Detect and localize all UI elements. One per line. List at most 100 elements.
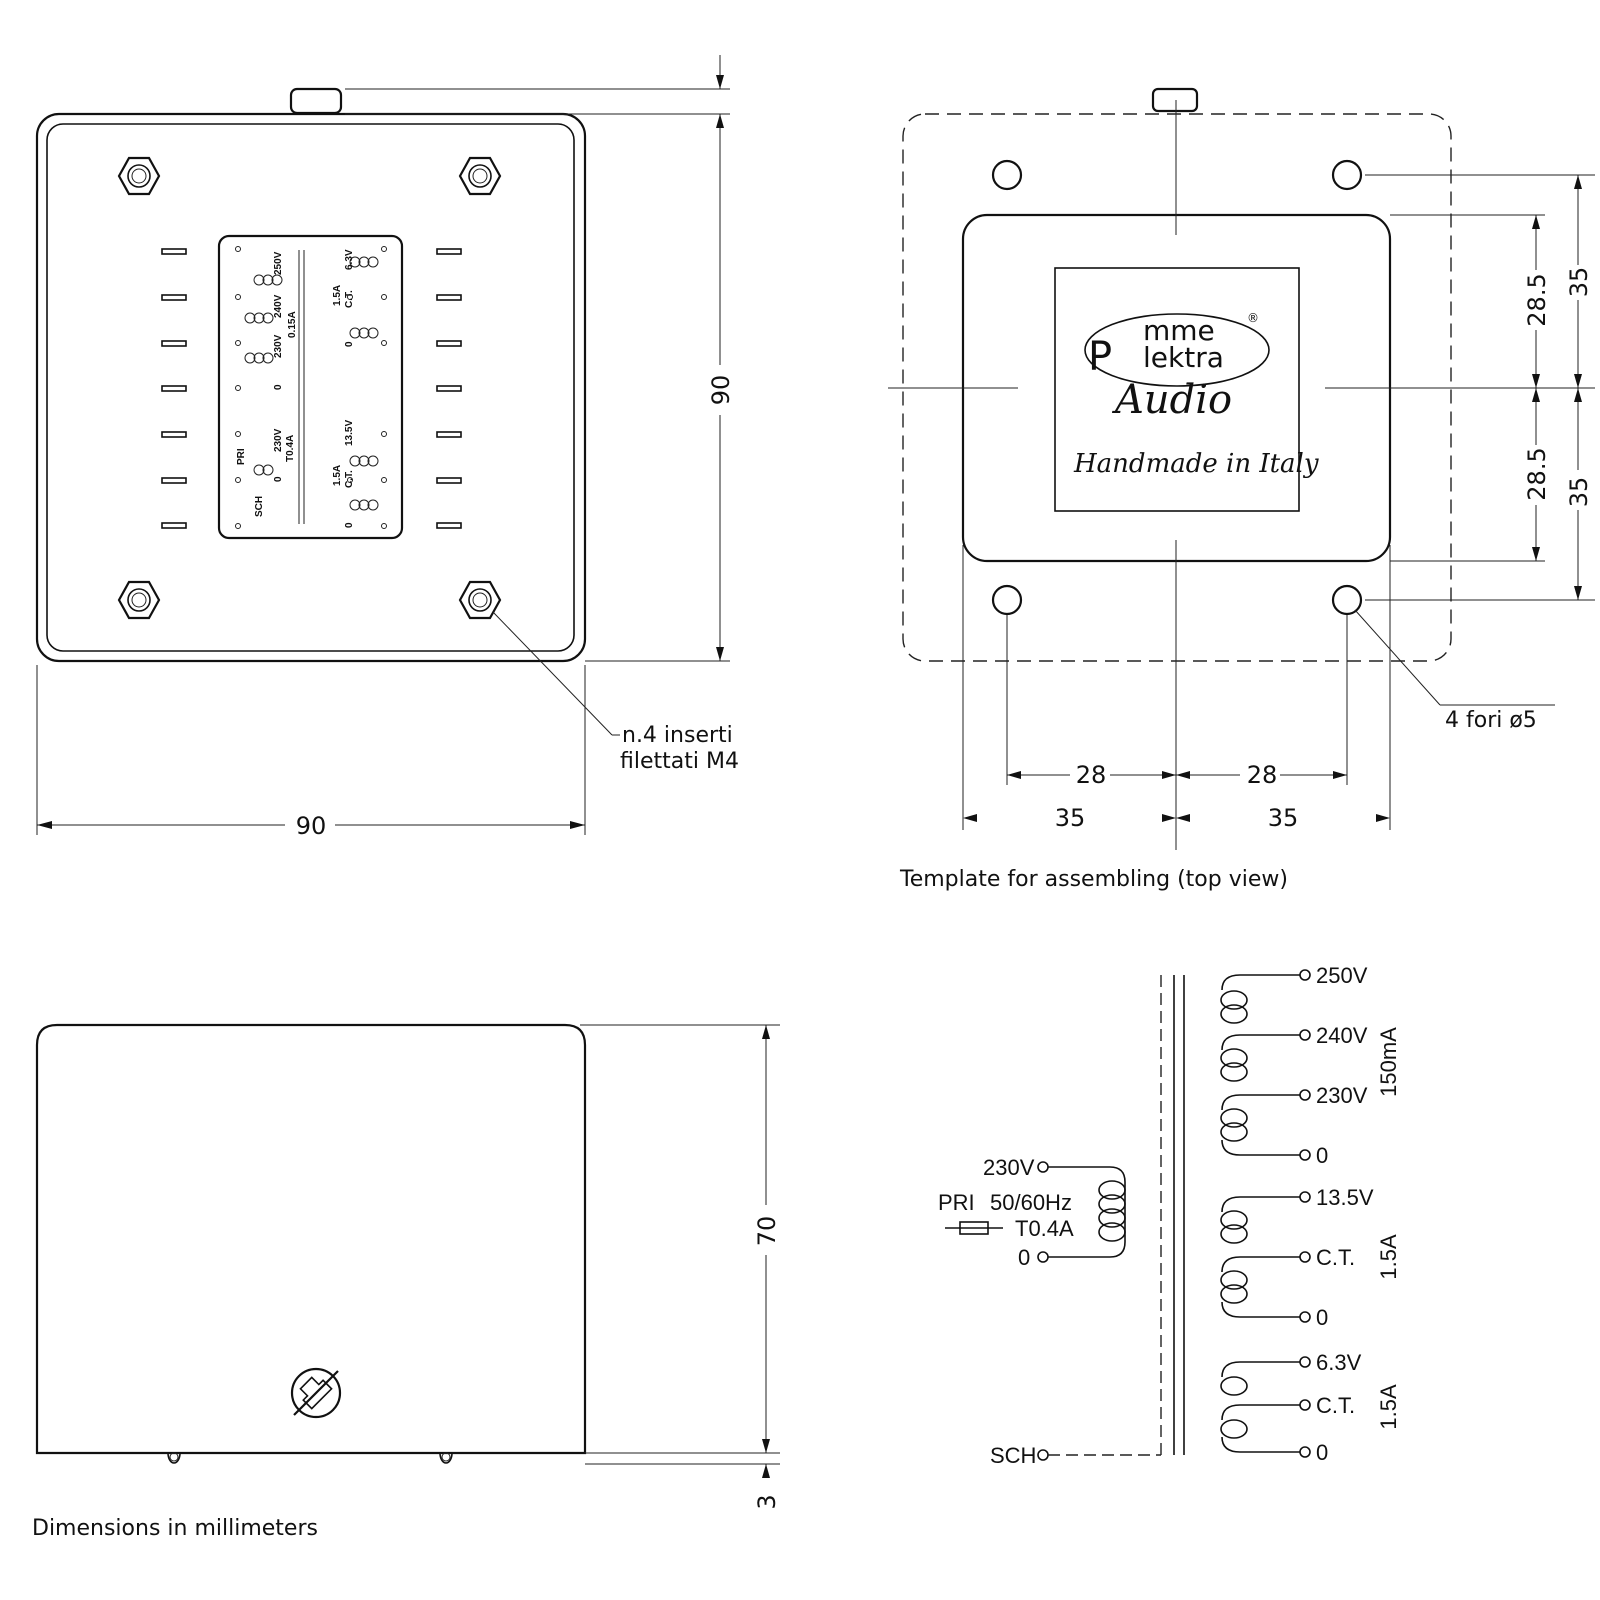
plate-lv2-v: 13.5V	[344, 420, 355, 446]
plate-lv1-a: 1.5A	[332, 285, 343, 306]
pri-zero-label: 0	[1018, 1245, 1030, 1270]
hv-zero-label: 0	[1316, 1143, 1328, 1168]
pri-230v-label: 230V	[983, 1155, 1035, 1180]
logo-mme: mme	[1143, 314, 1215, 347]
dimension-holes-horizontal: 28 28	[1007, 761, 1347, 789]
logo-audio: Audio	[1111, 377, 1232, 423]
dimension-holes-vertical: 35 35	[1565, 175, 1593, 600]
plate-hv-230: 230V	[273, 334, 284, 358]
mount-hole-icon	[1331, 159, 1363, 191]
insert-note: n.4 inserti filettati M4	[492, 611, 739, 774]
insert-note-line2: filettati M4	[620, 749, 739, 774]
plate-hv-0: 0	[273, 384, 284, 390]
plate-hv-250: 250V	[273, 251, 284, 275]
logo-tagline: Handmade in Italy	[1073, 449, 1319, 479]
plate-lv2-ct: C.T.	[344, 470, 355, 488]
logo-pie-mark: P	[1088, 334, 1112, 380]
side-body	[35, 1023, 587, 1455]
fuse-icon	[945, 1221, 1003, 1235]
plate-sch: SCH	[254, 496, 265, 517]
lv2-ct-label: C.T.	[1316, 1393, 1355, 1418]
lv1-voltage-label: 13.5V	[1316, 1185, 1374, 1210]
dimension-window-horizontal: 35 35	[963, 804, 1390, 832]
plate-fuse: T0.4A	[285, 435, 296, 462]
hv-winding: 250V 240V 230V 0 150mA	[1220, 963, 1401, 1168]
plate-hv-current: 0.15A	[287, 311, 298, 338]
dim-28-right: 28	[1247, 761, 1278, 789]
plate-pri: PRI	[236, 448, 247, 465]
lv1-zero-label: 0	[1316, 1305, 1328, 1330]
logo-registered: ®	[1247, 311, 1259, 325]
hv-current-label: 150mA	[1376, 1027, 1401, 1097]
screw-icon	[290, 1367, 342, 1419]
dim-28-5-top: 28.5	[1523, 273, 1551, 326]
template-caption: Template for assembling (top view)	[899, 867, 1288, 892]
insert-note-line1: n.4 inserti	[622, 723, 733, 748]
lv1-winding: 13.5V C.T. 0 1.5A	[1220, 1185, 1401, 1330]
connector-nub	[289, 87, 343, 115]
front-body-inner	[46, 123, 575, 652]
lv2-current-label: 1.5A	[1376, 1384, 1401, 1430]
dimension-width: 90	[36, 665, 586, 840]
mount-hole-icon	[991, 159, 1023, 191]
dim-28-5-bottom: 28.5	[1523, 447, 1551, 500]
pri-label: PRI	[938, 1190, 975, 1215]
logo-lektra: lektra	[1143, 341, 1224, 374]
template-view: P mme lektra ® Audio Handmade in Italy 2…	[888, 87, 1595, 892]
lv1-ct-label: C.T.	[1316, 1245, 1355, 1270]
lv1-current-label: 1.5A	[1376, 1234, 1401, 1280]
plate-pri-zero: 0	[273, 476, 284, 482]
pri-freq-label: 50/60Hz	[990, 1190, 1072, 1215]
schematic: SCH 230V PRI 50/60Hz T0.4A 0	[938, 963, 1401, 1468]
hv-230v-label: 230V	[1316, 1083, 1368, 1108]
front-view: 250V 240V 0.15A 230V 0 230V T0.4A PRI 0 …	[35, 55, 739, 840]
template-nub	[1151, 87, 1199, 113]
hv-250v-label: 250V	[1316, 963, 1368, 988]
plate-hv-240: 240V	[273, 294, 284, 318]
hv-240v-label: 240V	[1316, 1023, 1368, 1048]
mount-hole-icon	[1331, 584, 1363, 616]
plate-pri-230: 230V	[273, 428, 284, 452]
plate-lv1-0: 0	[344, 341, 355, 347]
lv2-winding: 6.3V C.T. 0 1.5A	[1220, 1350, 1401, 1465]
dim-28-left: 28	[1076, 761, 1107, 789]
dim-width-label: 90	[296, 812, 327, 840]
mount-hole-icon	[991, 584, 1023, 616]
hex-nut-icon	[458, 580, 502, 620]
label-plate: 250V 240V 0.15A 230V 0 230V T0.4A PRI 0 …	[217, 234, 404, 540]
lv2-zero-label: 0	[1316, 1440, 1328, 1465]
dim-side-height-label: 70	[753, 1216, 781, 1247]
sch-label: SCH	[990, 1443, 1036, 1468]
plate-lv1-ct: C.T.	[344, 290, 355, 308]
hex-nut-icon	[458, 156, 502, 196]
brand-logo: P mme lektra ® Audio Handmade in Italy	[1054, 267, 1319, 512]
primary-winding: 230V PRI 50/60Hz T0.4A 0	[938, 1155, 1126, 1270]
holes-note: 4 fori ø5	[1354, 609, 1555, 733]
side-view: 70 3 Dimensions in millimeters	[32, 1023, 781, 1541]
plate-lv2-a: 1.5A	[332, 465, 343, 486]
lv2-voltage-label: 6.3V	[1316, 1350, 1362, 1375]
dimension-window-vertical: 28.5 28.5	[1523, 215, 1551, 561]
hex-nut-icon	[117, 580, 161, 620]
pri-fuse-label: T0.4A	[1015, 1216, 1074, 1241]
plate-lv1-v: 6.3V	[344, 249, 355, 270]
plate-lv2-0: 0	[344, 522, 355, 528]
holes-note-label: 4 fori ø5	[1445, 708, 1537, 733]
dimension-side-height: 70 3	[580, 1024, 781, 1510]
side-caption: Dimensions in millimeters	[32, 1516, 318, 1541]
template-outline	[902, 113, 1452, 662]
dim-35-left: 35	[1055, 804, 1086, 832]
foot-icon	[439, 1452, 453, 1464]
dim-35-top: 35	[1565, 267, 1593, 298]
dim-height-label: 90	[707, 375, 735, 406]
terminal-slots-right	[436, 248, 462, 529]
front-body-outer	[35, 112, 587, 663]
dim-35-right: 35	[1268, 804, 1299, 832]
dimension-height: 90	[345, 55, 735, 662]
foot-icon	[167, 1452, 181, 1464]
terminal-slots-left	[161, 248, 187, 529]
dim-35-bottom: 35	[1565, 477, 1593, 508]
hex-nut-icon	[117, 156, 161, 196]
dim-side-base-label: 3	[753, 1494, 781, 1509]
